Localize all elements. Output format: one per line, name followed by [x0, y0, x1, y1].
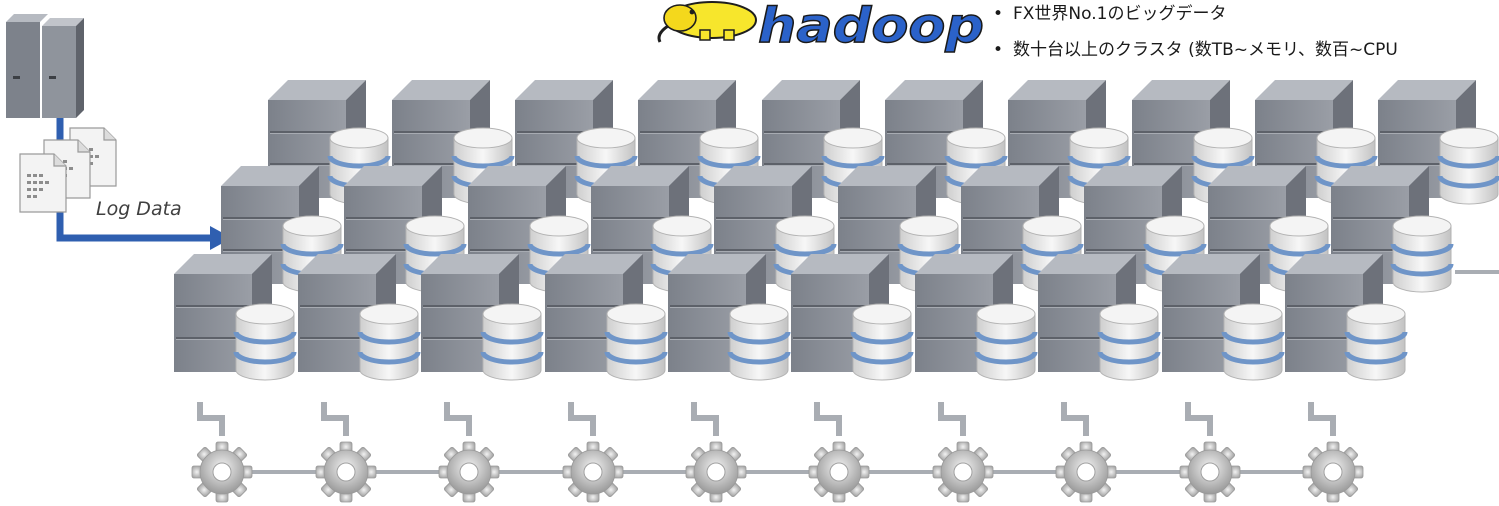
bullet-text: 数十台以上のクラスタ (数TB~メモリ、数百~CPU: [1013, 40, 1398, 60]
bullet-dot: •: [993, 40, 1004, 60]
source-server-icon: [6, 14, 84, 118]
gear-icon: [1302, 441, 1364, 503]
gear-icon: [315, 441, 377, 503]
gear-icon: [438, 441, 500, 503]
gear-icon: [1055, 441, 1117, 503]
gear-icon: [932, 441, 994, 503]
bullet-dot: •: [993, 4, 1004, 24]
gear-icon: [808, 441, 870, 503]
gear-icon: [685, 441, 747, 503]
log-data-label: Log Data: [96, 198, 182, 220]
gear-icon: [1179, 441, 1241, 503]
bullet-item: • FX世界No.1のビッグデータ: [993, 2, 1398, 38]
hadoop-logo-text: hadoop: [758, 0, 984, 54]
cluster-grid: [173, 79, 1498, 380]
bullet-item: • 数十台以上のクラスタ (数TB~メモリ、数百~CPU: [993, 38, 1398, 74]
feature-bullet-list: • FX世界No.1のビッグデータ • 数十台以上のクラスタ (数TB~メモリ、数百…: [993, 2, 1398, 74]
gear-icon: [191, 441, 253, 503]
gear-icon: [562, 441, 624, 503]
connector-lines: [197, 402, 1336, 436]
elephant-icon: [657, 1, 757, 43]
hadoop-logo: hadoop: [657, 0, 985, 55]
bullet-text: FX世界No.1のビッグデータ: [1013, 4, 1227, 24]
